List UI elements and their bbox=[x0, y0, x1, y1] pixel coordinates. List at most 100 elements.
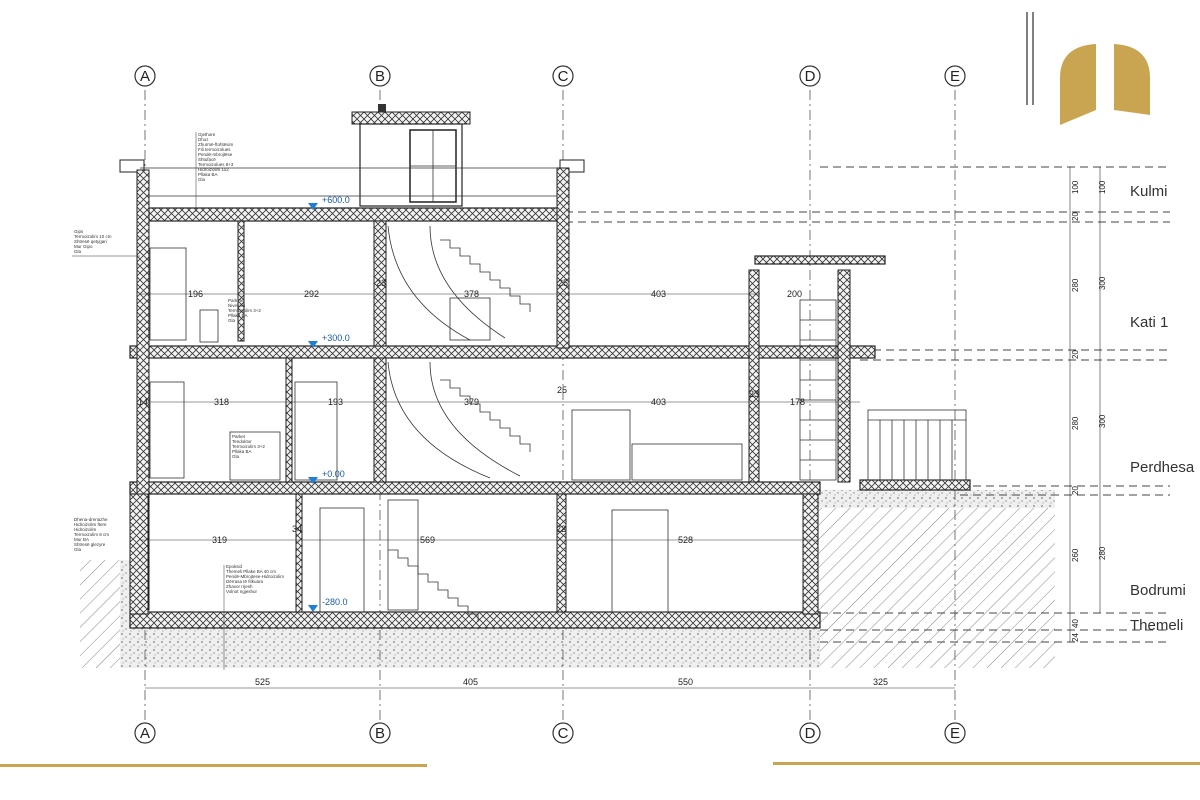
svg-text:Gips: Gips bbox=[74, 229, 84, 234]
room-dim: 193 bbox=[328, 397, 343, 407]
svg-text:A: A bbox=[140, 68, 150, 85]
note-bodrumi: Epoksid Themeli Pllake BA 40 cm Pendë-Mb… bbox=[223, 564, 284, 670]
elevation-markers bbox=[308, 203, 318, 612]
bottom-dim-d-e: 325 bbox=[873, 677, 888, 687]
svg-text:B: B bbox=[375, 725, 385, 742]
svg-text:Termoizolim 3+2: Termoizolim 3+2 bbox=[232, 444, 265, 449]
svg-text:Shtufacë: Shtufacë bbox=[198, 157, 216, 162]
roof-dormer bbox=[351, 104, 471, 207]
svg-text:Gla: Gla bbox=[74, 249, 82, 254]
svg-text:Pllaka BA: Pllaka BA bbox=[228, 313, 248, 318]
svg-text:Themeli Pllake BA 40 cm: Themeli Pllake BA 40 cm bbox=[226, 569, 276, 574]
svg-text:C: C bbox=[558, 68, 569, 85]
level-lines bbox=[565, 166, 1170, 643]
svg-text:E: E bbox=[950, 725, 960, 742]
room-dim: 200 bbox=[787, 289, 802, 299]
level-name-bodrumi: Bodrumi bbox=[1130, 582, 1186, 599]
walls bbox=[129, 167, 851, 615]
wall-dim: 25 bbox=[558, 278, 568, 288]
svg-text:Hidroizolim ftere: Hidroizolim ftere bbox=[74, 522, 107, 527]
svg-text:Gjethore: Gjethore bbox=[198, 132, 216, 137]
svg-text:Tendoktor: Tendoktor bbox=[232, 439, 252, 444]
axis-bubble-e-bottom: E bbox=[944, 722, 966, 744]
svg-text:Shtresë qetygari: Shtresë qetygari bbox=[74, 239, 107, 244]
svg-text:A: A bbox=[140, 725, 150, 742]
svg-text:Shtresë glezyre: Shtresë glezyre bbox=[74, 542, 106, 547]
room-dim: 403 bbox=[651, 397, 666, 407]
svg-text:Fili termoizolues: Fili termoizolues bbox=[198, 147, 231, 152]
svg-text:Parket: Parket bbox=[232, 434, 246, 439]
svg-text:Dhena-drenazhe: Dhena-drenazhe bbox=[74, 517, 108, 522]
axis-bubble-e-top: E bbox=[944, 65, 966, 87]
axis-bubble-c-bottom: C bbox=[552, 722, 574, 744]
svg-text:Epoksid: Epoksid bbox=[226, 564, 243, 569]
level-name-kati-1: Kati 1 bbox=[1130, 314, 1168, 331]
elevation-label-ground: +0.00 bbox=[322, 469, 345, 479]
note-wall: Gips Termoizolim 10 cm Shtresë qetygari … bbox=[72, 229, 140, 257]
wall-dim: 23 bbox=[749, 389, 759, 399]
svg-text:Gla: Gla bbox=[198, 177, 206, 182]
room-dimension-lines bbox=[140, 167, 1101, 689]
note-basement-wall: Dhena-drenazhe Hidroizolim ftere Hidroiz… bbox=[74, 517, 109, 552]
gold-footer-line-right bbox=[773, 762, 1200, 765]
svg-text:280: 280 bbox=[1071, 278, 1080, 292]
svg-text:Hidroizolim: Hidroizolim bbox=[74, 527, 97, 532]
svg-text:B: B bbox=[375, 68, 385, 85]
svg-text:Termoizolim 3+2: Termoizolim 3+2 bbox=[228, 308, 261, 313]
svg-text:Gla: Gla bbox=[232, 454, 240, 459]
floor-slabs bbox=[129, 207, 971, 629]
room-dim: 318 bbox=[214, 397, 229, 407]
room-dim: 378 bbox=[464, 289, 479, 299]
svg-text:Volnot ngjeshur: Volnot ngjeshur bbox=[226, 589, 258, 594]
level-name-kulmi: Kulmi bbox=[1130, 183, 1168, 200]
gold-footer-line-left bbox=[0, 764, 427, 767]
svg-text:Nivelues: Nivelues bbox=[228, 303, 246, 308]
svg-text:Gla: Gla bbox=[74, 547, 82, 552]
level-name-themeli: Themeli bbox=[1130, 617, 1183, 634]
furniture-doors bbox=[149, 247, 967, 613]
svg-text:Hidroizolim 1x2: Hidroizolim 1x2 bbox=[198, 167, 229, 172]
svg-text:20: 20 bbox=[1071, 212, 1080, 221]
axis-bubble-a-bottom: A bbox=[134, 722, 156, 744]
elevation-label-floor1: +300.0 bbox=[322, 333, 350, 343]
bottom-dim-c-d: 550 bbox=[678, 677, 693, 687]
svg-text:E: E bbox=[950, 68, 960, 85]
svg-text:Dhoz: Dhoz bbox=[198, 137, 209, 142]
svg-text:260: 260 bbox=[1071, 548, 1080, 562]
svg-text:280: 280 bbox=[1071, 416, 1080, 430]
svg-text:Gla: Gla bbox=[228, 318, 236, 323]
note-kati1: Parkete Nivelues Termoizolim 3+2 Pllaka … bbox=[228, 298, 261, 323]
right-dims-inner: 100 20 280 20 280 20 260 40 24 bbox=[1071, 180, 1080, 642]
svg-text:100: 100 bbox=[1071, 180, 1080, 194]
svg-text:Zhavor rrjesh: Zhavor rrjesh bbox=[226, 584, 253, 589]
axis-bubble-b-bottom: B bbox=[369, 722, 391, 744]
room-dim: 403 bbox=[651, 289, 666, 299]
axis-bubble-c-top: C bbox=[552, 65, 574, 87]
room-dim: 292 bbox=[304, 289, 319, 299]
svg-text:Pendë-Mbrojtese-Hidroizolim: Pendë-Mbrojtese-Hidroizolim bbox=[226, 574, 284, 579]
svg-text:Dërrasa të fitkuara: Dërrasa të fitkuara bbox=[226, 579, 264, 584]
svg-text:100: 100 bbox=[1098, 180, 1107, 194]
room-dim: 178 bbox=[790, 397, 805, 407]
wall-dim: 22 bbox=[556, 524, 566, 534]
room-dim: 196 bbox=[188, 289, 203, 299]
brand-logo bbox=[1026, 12, 1150, 125]
axis-bubble-a-top: A bbox=[134, 65, 156, 87]
bottom-dim-b-c: 405 bbox=[463, 677, 478, 687]
svg-text:300: 300 bbox=[1098, 276, 1107, 290]
svg-text:20: 20 bbox=[1071, 486, 1080, 495]
room-dim: 379 bbox=[464, 397, 479, 407]
elevation-label-roof: +600.0 bbox=[322, 195, 350, 205]
bottom-dim-a-b: 525 bbox=[255, 677, 270, 687]
svg-text:Pllaka BA: Pllaka BA bbox=[232, 449, 252, 454]
room-dim: 569 bbox=[420, 535, 435, 545]
ground-soil bbox=[80, 490, 1055, 668]
axis-bubble-d-bottom: D bbox=[799, 722, 821, 744]
svg-text:24: 24 bbox=[1071, 633, 1080, 642]
right-dims-outer: 100 300 300 280 bbox=[1098, 180, 1107, 560]
svg-text:300: 300 bbox=[1098, 414, 1107, 428]
note-roof: Gjethore Dhoz Zhurmë-ftohtësim Fili term… bbox=[195, 132, 234, 212]
wall-dim: 23 bbox=[376, 278, 386, 288]
